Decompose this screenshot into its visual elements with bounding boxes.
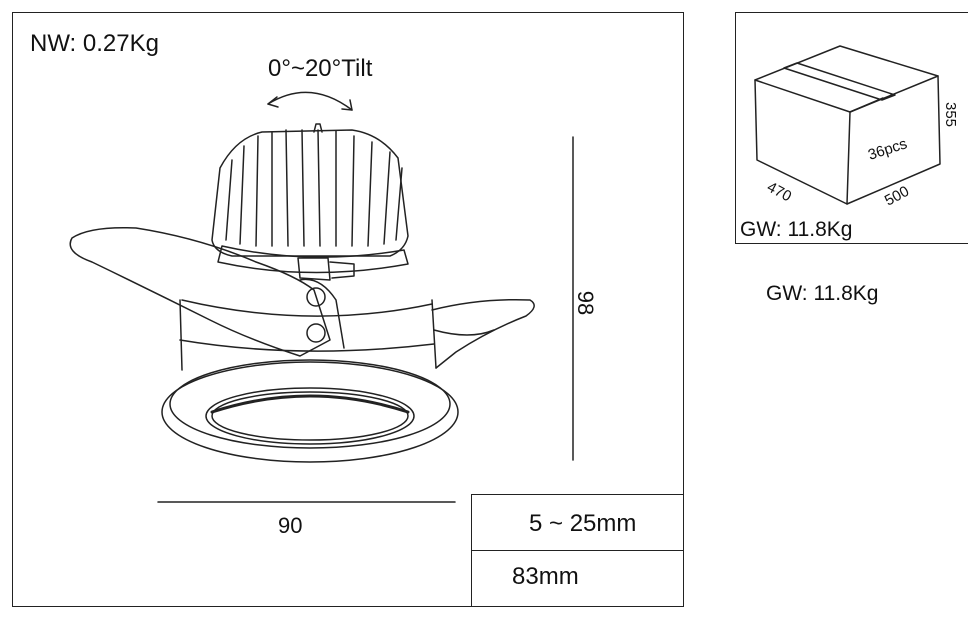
carton-height: 355: [942, 102, 959, 127]
cutout-row: 83mm: [472, 551, 683, 607]
carton-box-drawing: [754, 45, 941, 205]
carton-gross-weight: GW: 11.8Kg: [740, 218, 853, 241]
product-drawing-frame: [12, 12, 684, 607]
width-dimension: 90: [278, 513, 303, 538]
net-weight: NW: 0.27Kg: [30, 30, 159, 57]
height-dimension: 98: [573, 290, 599, 316]
gross-weight-caption: GW: 11.8Kg: [766, 282, 879, 305]
ceiling-thickness-value: 5 ~ 25mm: [529, 510, 637, 537]
downlight-drawing: [69, 123, 535, 463]
carton-frame: [735, 12, 968, 244]
installation-spec-table: 5 ~ 25mm 83mm: [471, 494, 684, 607]
ceiling-thickness-row: 5 ~ 25mm: [472, 495, 683, 551]
cutout-diameter-value: 83mm: [512, 563, 579, 590]
tilt-arrow-icon: [267, 91, 353, 111]
tilt-label: 0°~20°Tilt: [268, 55, 373, 82]
